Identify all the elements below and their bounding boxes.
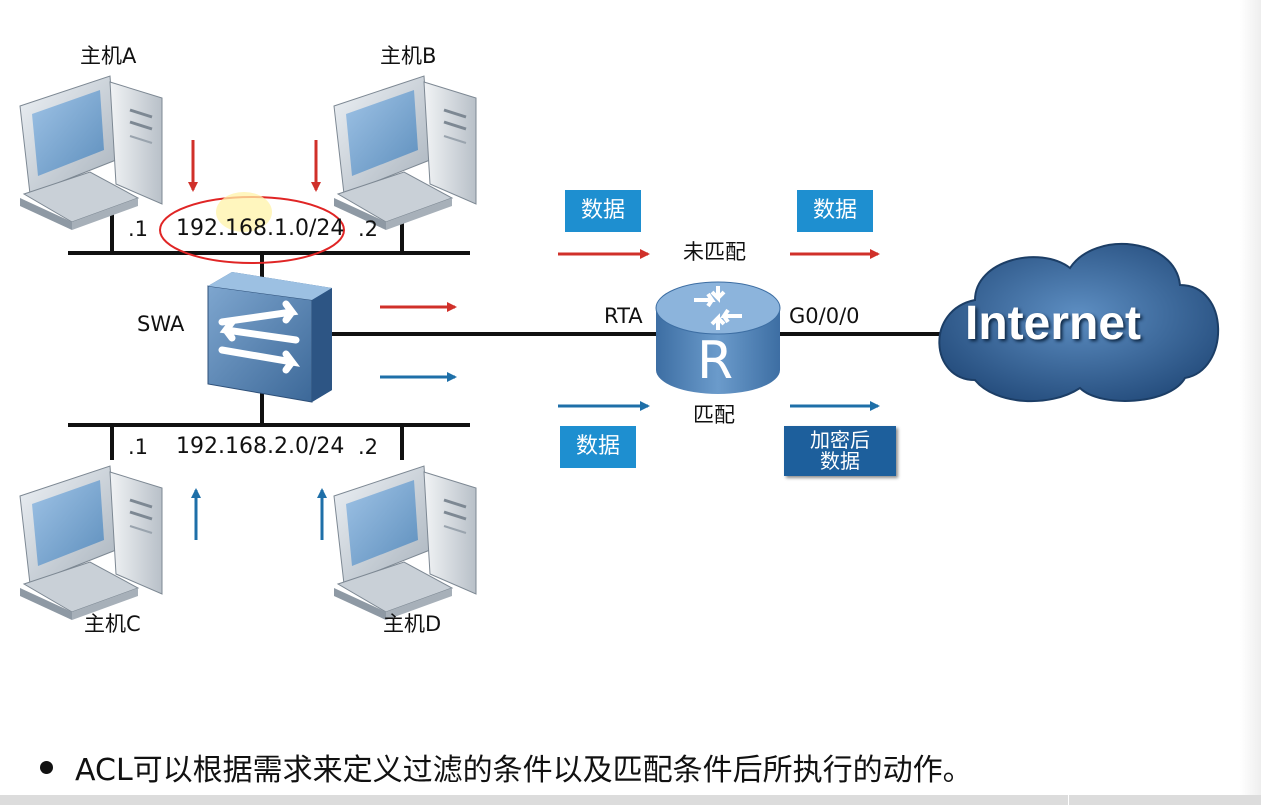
router-interface-label: G0/0/0 [789,304,860,328]
unmatched-label: 未匹配 [683,240,746,264]
top-left-addr: .1 [128,217,149,241]
host-a-label: 主机A [80,44,137,68]
footer-bar [0,795,1261,805]
data-box-matched-in: 数据 [560,426,636,468]
bullet-icon [40,760,53,774]
switch-icon [207,272,332,403]
top-right-addr: .2 [358,217,379,241]
encrypted-line-1: 加密后 [810,428,870,452]
data-box-unmatched-in: 数据 [565,190,641,232]
top-network: 192.168.1.0/24 [176,216,345,241]
matched-label: 匹配 [693,403,735,427]
caption-bullet: ACL可以根据需求来定义过滤的条件以及匹配条件后所执行的动作。 [40,745,973,789]
host-c-label: 主机C [84,612,141,636]
pc-icon [332,74,478,232]
switch-label: SWA [137,312,185,336]
host-d-label: 主机D [383,612,442,636]
data-box-unmatched-out: 数据 [797,190,873,232]
encrypted-line-2: 数据 [820,449,860,473]
router-icon [655,281,781,394]
host-b-label: 主机B [380,44,437,68]
bottom-left-addr: .1 [128,435,149,459]
cloud-icon [938,242,1220,403]
bottom-network: 192.168.2.0/24 [176,434,345,459]
internet-label: Internet [965,297,1142,350]
cursor-highlight [216,192,272,232]
pc-icon [332,464,478,622]
router-glyph: R [697,331,734,391]
slide-edge [1240,0,1261,795]
encrypted-data-box: 加密后 数据 [784,426,896,476]
pc-icon [18,464,164,622]
caption-text: ACL可以根据需求来定义过滤的条件以及匹配条件后所执行的动作。 [75,753,973,788]
pc-icon [18,74,164,232]
router-label: RTA [604,304,643,328]
bottom-right-addr: .2 [358,435,379,459]
